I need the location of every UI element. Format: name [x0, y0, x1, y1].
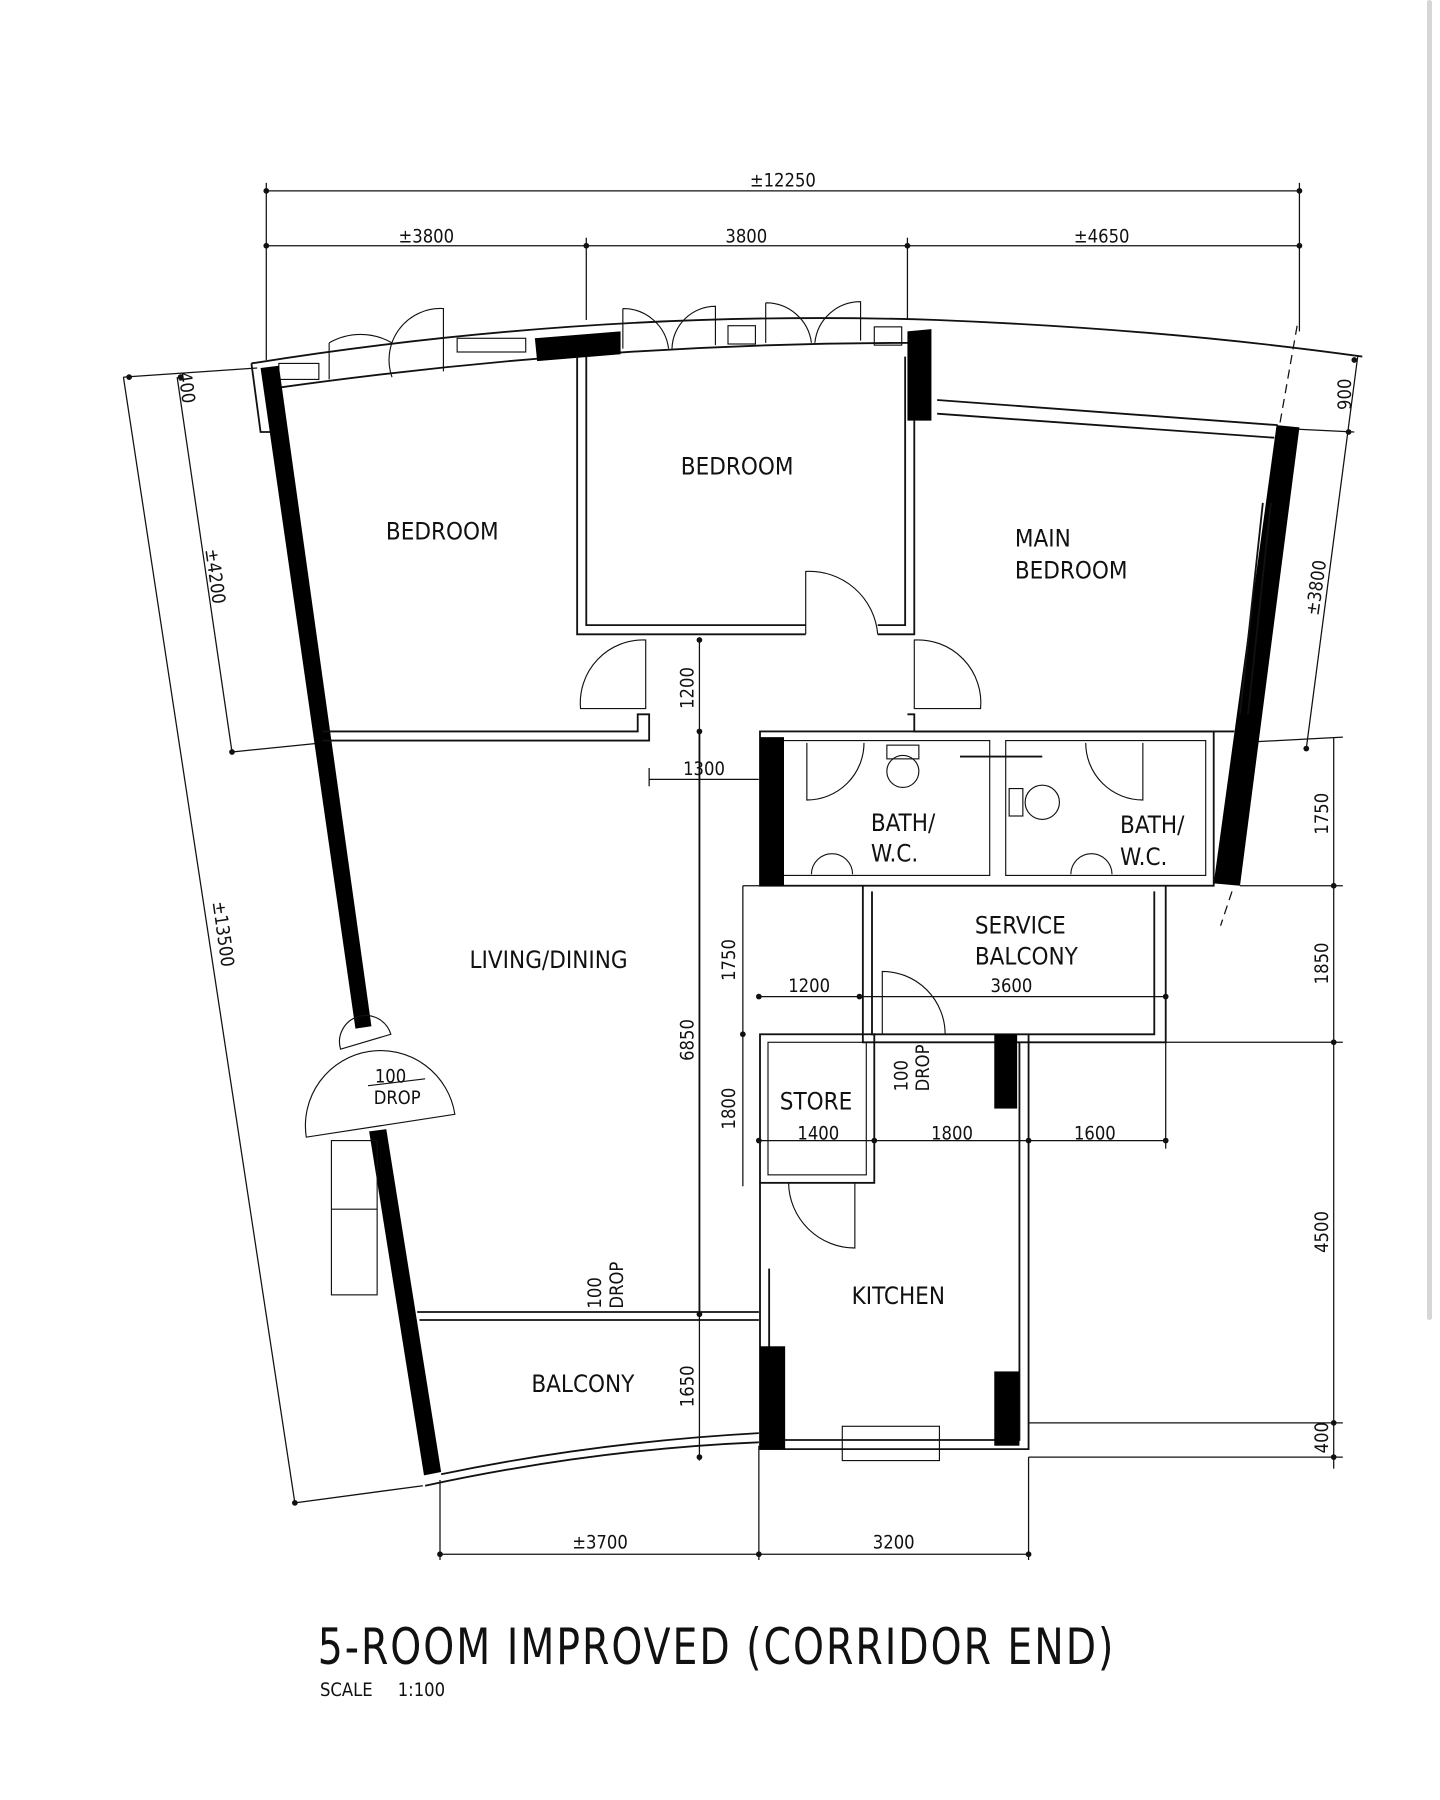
walls: [250, 317, 1363, 1487]
dim-right-1850: 1850: [1312, 943, 1333, 985]
dim-inner-1600: 1600: [1074, 1123, 1116, 1144]
dimension-lines: [122, 182, 1359, 1560]
room-label-bedroom-middle: BEDROOM: [681, 452, 794, 480]
scale-value: 1:100: [398, 1680, 445, 1701]
room-label-bath2-2: W.C.: [1120, 843, 1167, 871]
room-label-bath1-1: BATH/: [871, 809, 936, 837]
dim-inner-1200-v: 1200: [678, 667, 699, 709]
dim-right-upper: ±3800: [1303, 559, 1332, 617]
dim-top-right: ±4650: [1074, 226, 1130, 247]
dim-inner-3600: 3600: [991, 976, 1033, 997]
drop-labels: 100 DROP 100 DROP 100 DROP: [367, 1044, 934, 1309]
room-label-bath2-1: BATH/: [1120, 811, 1185, 839]
dim-right-4500: 4500: [1312, 1211, 1333, 1253]
room-label-store: STORE: [780, 1088, 853, 1116]
drop-label: DROP: [374, 1088, 421, 1109]
dimension-labels: ±12250 ±3800 3800 ±4650 ±13500 ±4200 400…: [173, 170, 1355, 1553]
room-label-service-balcony-2: BALCONY: [975, 943, 1079, 971]
dim-right-1750: 1750: [1312, 793, 1333, 835]
dim-left-upper: ±4200: [200, 547, 229, 605]
drop-label: DROP: [607, 1262, 628, 1309]
dim-top-left: ±3800: [398, 226, 454, 247]
room-label-balcony: BALCONY: [531, 1370, 635, 1398]
dim-right-offset: 900: [1335, 379, 1356, 410]
dim-inner-1800-h: 1800: [931, 1123, 973, 1144]
dim-bottom-right: 3200: [873, 1533, 915, 1554]
room-label-living-dining: LIVING/DINING: [470, 946, 628, 974]
room-label-main-bedroom-1: MAIN: [1015, 524, 1071, 552]
room-labels: BEDROOM BEDROOM MAIN BEDROOM BATH/ W.C. …: [386, 452, 1185, 1398]
scrollbar[interactable]: [1427, 0, 1432, 1320]
dim-inner-1800-v: 1800: [719, 1088, 740, 1130]
doors: [304, 301, 1144, 1249]
plan-title: 5-ROOM IMPROVED (CORRIDOR END): [318, 1617, 1116, 1676]
drop-value: 100: [585, 1277, 606, 1308]
dim-top-middle: 3800: [725, 226, 767, 247]
dim-top-total: ±12250: [750, 170, 816, 191]
dim-bottom-left: ±3700: [572, 1533, 628, 1554]
room-label-main-bedroom-2: BEDROOM: [1015, 556, 1128, 584]
room-label-bedroom-left: BEDROOM: [386, 517, 499, 545]
dim-inner-1650: 1650: [678, 1365, 699, 1407]
drop-value: 100: [891, 1060, 912, 1091]
room-label-service-balcony-1: SERVICE: [975, 912, 1066, 940]
drop-label: DROP: [913, 1044, 934, 1091]
dim-left-offset: 400: [173, 371, 198, 405]
dim-inner-1200-h: 1200: [788, 976, 830, 997]
dim-inner-1750: 1750: [719, 939, 740, 981]
room-label-bath1-2: W.C.: [871, 840, 918, 868]
dim-inner-6850: 6850: [678, 1019, 699, 1061]
room-label-kitchen: KITCHEN: [852, 1282, 945, 1310]
dim-right-400: 400: [1312, 1422, 1333, 1453]
dim-inner-1400: 1400: [797, 1123, 839, 1144]
scale-label: SCALE: [320, 1680, 373, 1701]
dim-inner-1300: 1300: [683, 759, 725, 780]
